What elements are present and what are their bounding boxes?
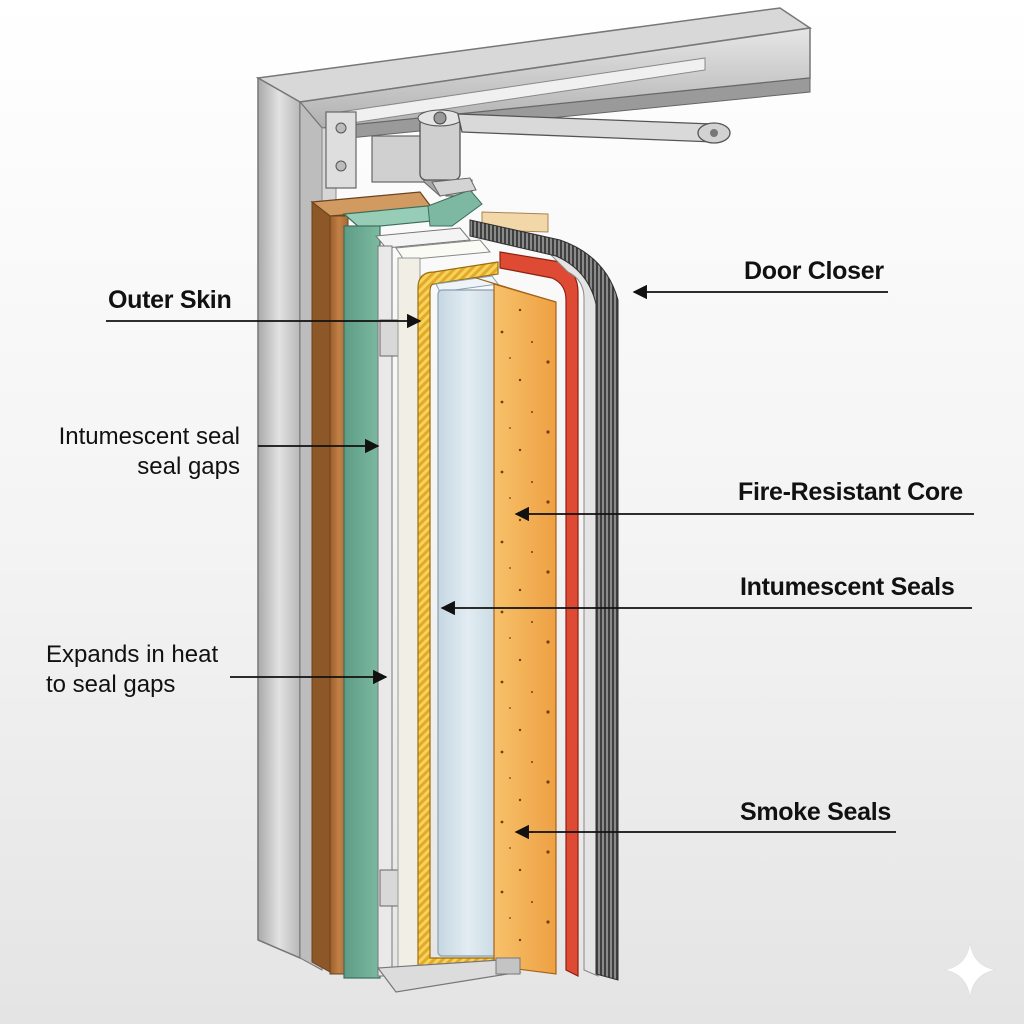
green-layer [342,203,464,979]
label-intumescent-seals: Intumescent Seals [740,573,955,601]
top-metal-clip [431,177,477,197]
bottom-channel [376,957,522,993]
insulation-core [435,275,499,957]
brush-smoke-seal [469,211,619,981]
label-intumescent-seal-line2: seal gaps [137,453,240,480]
hinge-bracket [325,111,441,198]
label-expands-line2: to seal gaps [46,671,176,698]
sparkle-icon [943,941,997,999]
door-closer-arm [417,109,731,197]
label-expands-line1: Expands in heat [46,641,219,668]
label-fire-resistant-core: Fire-Resistant Core [738,478,963,506]
label-intumescent-seal: Intumescent seal seal gaps [40,422,240,482]
label-smoke-seals: Smoke Seals [740,798,891,826]
label-expands-in-heat: Expands in heat to seal gaps [46,640,218,700]
fire-resistant-core [475,277,557,975]
metal-edge-strip [375,227,471,977]
label-outer-skin: Outer Skin [108,286,232,314]
label-intumescent-seal-line1: Intumescent seal [58,423,240,450]
label-door-closer: Door Closer [744,257,884,285]
leader-lines [106,284,974,840]
intumescent-strip [417,261,499,971]
